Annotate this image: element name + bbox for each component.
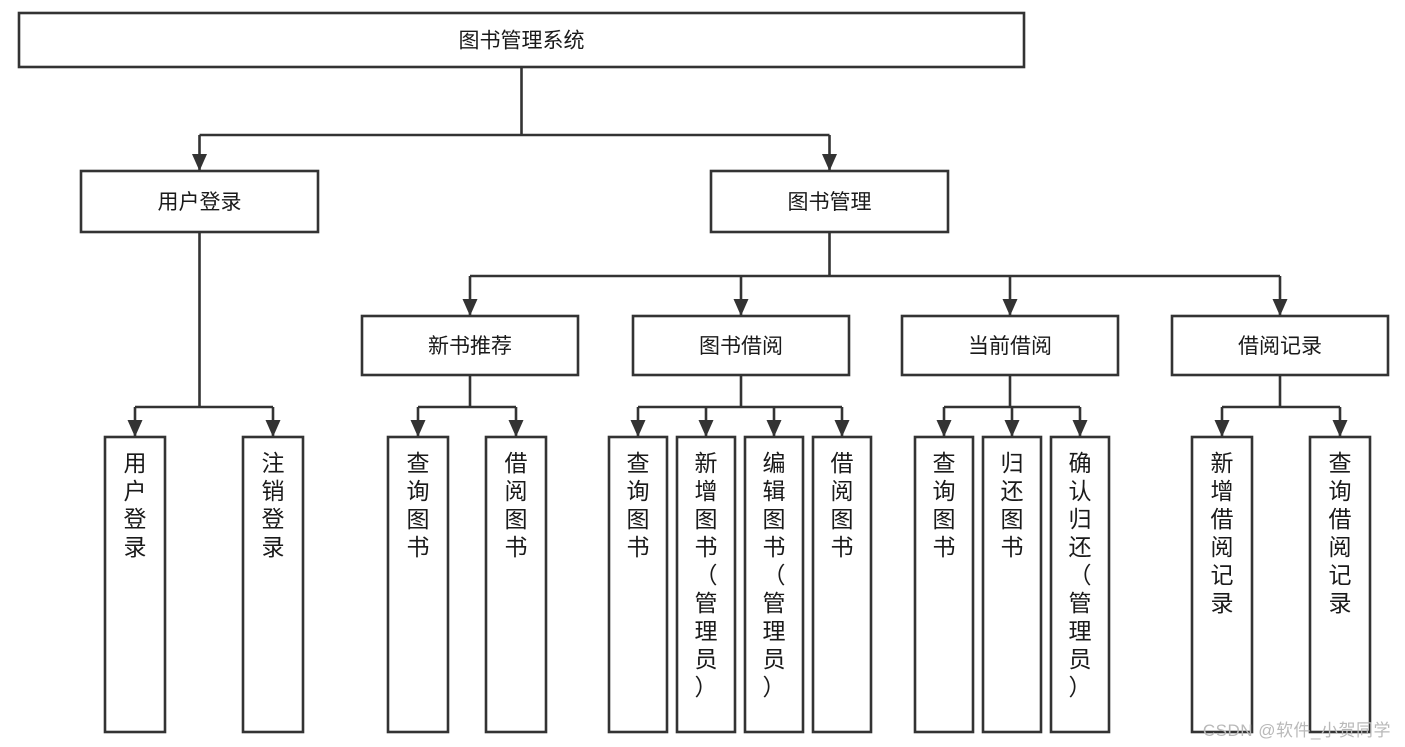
arrow-head [1272,299,1288,316]
arrow-head [834,420,850,437]
connector-layer [127,67,1348,437]
arrow-head [508,420,524,437]
node-leaf-current-return-book[interactable]: 归还图书 [981,435,1043,734]
arrow-head [733,299,749,316]
node-box[interactable] [1049,435,1111,734]
arrow-head [1332,420,1348,437]
node-book-management[interactable]: 图书管理 [709,169,950,234]
node-label: 查询图书 [627,450,650,560]
node-label: 借阅记录 [1238,335,1322,358]
node-label: 用户登录 [158,191,242,214]
node-label: 新书推荐 [428,335,512,358]
node-label: 图书借阅 [699,335,783,358]
node-root[interactable]: 图书管理系统 [17,11,1026,69]
node-box[interactable] [484,435,548,734]
node-leaf-logout-login[interactable]: 注销登录 [241,435,305,734]
node-box[interactable] [1190,435,1254,734]
node-label: 借阅图书 [505,450,528,560]
node-box[interactable] [1170,314,1390,377]
node-borrow-record[interactable]: 借阅记录 [1170,314,1390,377]
node-leaf-record-query-record[interactable]: 查询借阅记录 [1308,435,1372,734]
arrow-head [698,420,714,437]
arrow-head [766,420,782,437]
node-box[interactable] [79,169,320,234]
node-new-book-recommend[interactable]: 新书推荐 [360,314,580,377]
node-label: 查询借阅记录 [1329,450,1352,616]
arrow-head [1004,420,1020,437]
node-leaf-recommend-query-book[interactable]: 查询图书 [386,435,450,734]
node-box[interactable] [900,314,1120,377]
node-box[interactable] [360,314,580,377]
node-leaf-record-add-record[interactable]: 新增借阅记录 [1190,435,1254,734]
node-leaf-current-confirm-return[interactable]: 确认归还（管理员） [1049,435,1111,734]
node-label: 用户登录 [124,450,147,560]
node-label: 图书管理 [788,191,872,214]
node-box[interactable] [607,435,669,734]
node-leaf-borrow-query-book[interactable]: 查询图书 [607,435,669,734]
node-label: 图书管理系统 [459,30,585,53]
node-label: 查询图书 [933,450,956,560]
node-leaf-borrow-edit-book[interactable]: 编辑图书（管理员） [743,435,805,734]
node-label: 注销登录 [262,450,285,560]
arrow-head [192,154,207,171]
node-user-login[interactable]: 用户登录 [79,169,320,234]
node-box[interactable] [743,435,805,734]
node-layer: 图书管理系统用户登录图书管理新书推荐图书借阅当前借阅借阅记录用户登录注销登录查询… [17,11,1390,734]
node-box[interactable] [631,314,851,377]
arrow-head [410,420,426,437]
node-leaf-current-query-book[interactable]: 查询图书 [913,435,975,734]
node-leaf-recommend-borrow-book[interactable]: 借阅图书 [484,435,548,734]
arrow-head [1214,420,1230,437]
node-label: 编辑图书（管理员） [763,450,786,700]
node-box[interactable] [709,169,950,234]
node-box[interactable] [913,435,975,734]
arrow-head [127,420,143,437]
node-box[interactable] [103,435,167,734]
arrow-head [1072,420,1088,437]
node-label: 归还图书 [1001,450,1024,560]
node-box[interactable] [241,435,305,734]
node-box[interactable] [386,435,450,734]
node-box[interactable] [17,11,1026,69]
arrow-head [462,299,478,316]
arrow-head [1002,299,1018,316]
node-leaf-user-login[interactable]: 用户登录 [103,435,167,734]
node-label: 借阅图书 [831,450,854,560]
node-box[interactable] [811,435,873,734]
node-label: 新增借阅记录 [1211,450,1234,616]
node-current-borrow[interactable]: 当前借阅 [900,314,1120,377]
node-box[interactable] [675,435,737,734]
arrow-head [265,420,281,437]
node-book-borrow[interactable]: 图书借阅 [631,314,851,377]
node-box[interactable] [1308,435,1372,734]
node-leaf-borrow-borrow-book[interactable]: 借阅图书 [811,435,873,734]
arrow-head [936,420,952,437]
node-label: 当前借阅 [968,335,1052,358]
node-box[interactable] [981,435,1043,734]
node-label: 查询图书 [407,450,430,560]
node-label: 新增图书（管理员） [695,450,718,700]
node-label: 确认归还（管理员） [1069,450,1092,700]
arrow-head [630,420,646,437]
node-leaf-borrow-add-book[interactable]: 新增图书（管理员） [675,435,737,734]
arrow-head [822,154,837,171]
